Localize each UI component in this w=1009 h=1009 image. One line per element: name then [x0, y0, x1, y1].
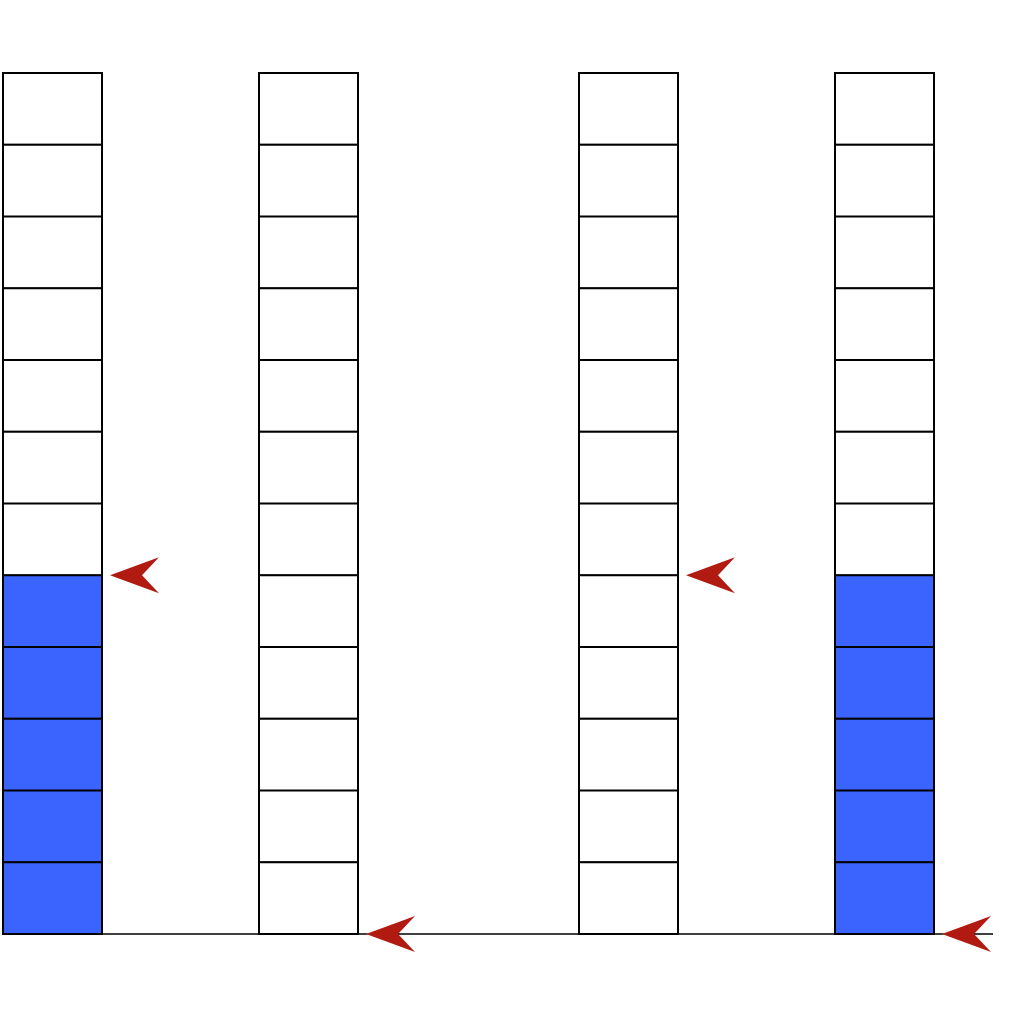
empty-cell [258, 574, 359, 648]
empty-cell [2, 359, 103, 433]
stack-column-4 [834, 72, 935, 935]
empty-cell [834, 359, 935, 433]
filled-cell [2, 861, 103, 935]
filled-cell [834, 861, 935, 935]
filled-cell [2, 574, 103, 648]
filled-cell [834, 646, 935, 720]
empty-cell [258, 72, 359, 146]
empty-cell [258, 646, 359, 720]
empty-cell [258, 861, 359, 935]
filled-cell [2, 717, 103, 792]
empty-cell [2, 287, 103, 361]
empty-cell [258, 717, 359, 792]
empty-cell [578, 574, 679, 648]
filled-cell [2, 646, 103, 720]
filled-cell [834, 574, 935, 648]
empty-cell [578, 430, 679, 505]
empty-cell [258, 287, 359, 361]
empty-cell [2, 72, 103, 146]
empty-cell [578, 359, 679, 433]
empty-cell [258, 215, 359, 290]
filled-cell [2, 789, 103, 864]
empty-cell [578, 215, 679, 290]
empty-cell [578, 717, 679, 792]
empty-cell [258, 143, 359, 218]
empty-cell [834, 502, 935, 577]
pointers-layer [110, 557, 991, 952]
empty-cell [258, 789, 359, 864]
empty-cell [834, 430, 935, 505]
empty-cell [578, 789, 679, 864]
pointer-arrow-icon [110, 557, 159, 594]
empty-cell [2, 502, 103, 577]
empty-cell [2, 430, 103, 505]
empty-cell [578, 143, 679, 218]
columns-layer [2, 72, 935, 935]
empty-cell [578, 502, 679, 577]
stack-column-3 [578, 72, 679, 935]
empty-cell [834, 215, 935, 290]
empty-cell [834, 287, 935, 361]
empty-cell [834, 143, 935, 218]
empty-cell [258, 430, 359, 505]
empty-cell [258, 359, 359, 433]
empty-cell [2, 143, 103, 218]
pointer-arrow-icon [942, 916, 991, 952]
empty-cell [578, 287, 679, 361]
pointer-arrow-icon [366, 916, 415, 952]
filled-cell [834, 717, 935, 792]
empty-cell [2, 215, 103, 290]
empty-cell [578, 72, 679, 146]
stack-column-2 [258, 72, 359, 935]
empty-cell [834, 72, 935, 146]
empty-cell [578, 646, 679, 720]
filled-cell [834, 789, 935, 864]
empty-cell [258, 502, 359, 577]
empty-cell [578, 861, 679, 935]
pointer-arrow-icon [686, 557, 735, 594]
stack-column-1 [2, 72, 103, 935]
